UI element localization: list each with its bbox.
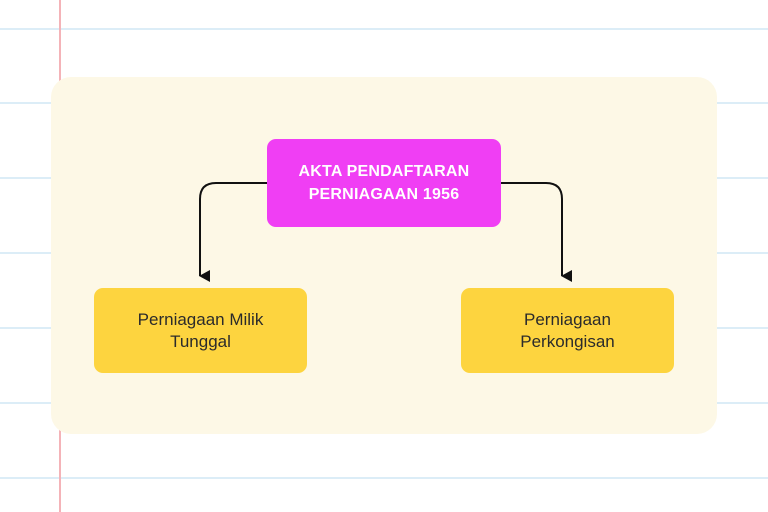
child-node-line-2: Perkongisan bbox=[520, 331, 615, 351]
diagram-card bbox=[51, 77, 717, 434]
rule-line bbox=[0, 477, 768, 479]
root-node: AKTA PENDAFTARAN PERNIAGAAN 1956 bbox=[267, 139, 501, 227]
child-node-sole-proprietorship: Perniagaan Milik Tunggal bbox=[94, 288, 307, 373]
child-node-line-1: Perniagaan Milik bbox=[137, 309, 264, 329]
connector-left bbox=[199, 182, 267, 282]
connector-right bbox=[501, 182, 572, 282]
child-node-line-1: Perniagaan bbox=[524, 309, 611, 329]
root-node-line-1: AKTA PENDAFTARAN bbox=[298, 163, 470, 180]
rule-line bbox=[0, 28, 768, 30]
child-node-line-2: Tunggal bbox=[170, 331, 231, 351]
root-node-line-2: PERNIAGAAN 1956 bbox=[308, 186, 460, 203]
child-node-partnership: Perniagaan Perkongisan bbox=[461, 288, 674, 373]
